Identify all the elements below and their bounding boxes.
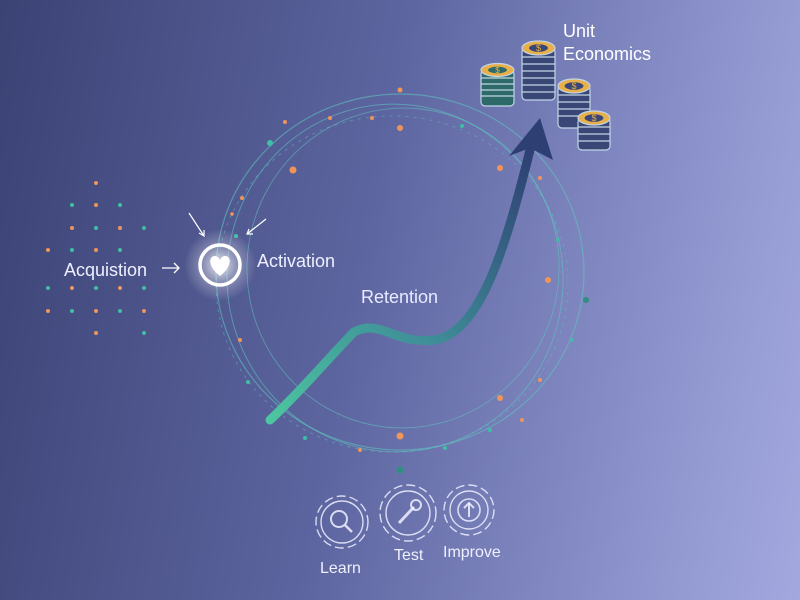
learn-label: Learn: [320, 560, 361, 577]
grid-dot: [70, 248, 74, 252]
grid-dot: [142, 309, 146, 313]
dollar-coin-icon: $: [495, 66, 500, 75]
ring-dot: [538, 378, 542, 382]
ring-dot: [397, 125, 403, 131]
grid-dot: [142, 226, 146, 230]
ring-dot: [230, 212, 234, 216]
ring-dot: [538, 176, 542, 180]
coin-stack: $: [480, 62, 515, 107]
grid-dot: [94, 203, 98, 207]
grid-dot: [94, 331, 98, 335]
grid-dot: [142, 286, 146, 290]
ring-dot: [497, 395, 503, 401]
cycle-ring: [215, 115, 569, 453]
acquisition-arrow: [162, 262, 180, 274]
grid-dot: [118, 203, 122, 207]
coin-stack: $: [577, 110, 611, 151]
improve-gear: [443, 484, 495, 536]
coin-stacks: $ $ $ $: [480, 40, 611, 151]
ring-dot: [328, 116, 332, 120]
activation-label: Activation: [257, 251, 336, 271]
dollar-coin-icon: $: [591, 113, 596, 123]
activation-pointer-arrows: [188, 212, 267, 238]
grid-dot: [94, 226, 98, 230]
dollar-coin-icon: $: [571, 81, 576, 91]
ring-dot: [240, 196, 244, 200]
ring-dot: [267, 140, 273, 146]
ring-dot: [397, 87, 403, 93]
grid-dot: [46, 309, 50, 313]
retention-arrowhead: [509, 118, 553, 160]
grid-dot: [118, 309, 122, 313]
acquisition-dot-grid: [46, 181, 146, 335]
ring-dot: [460, 124, 464, 128]
ring-dot: [570, 338, 574, 342]
grid-dot: [46, 248, 50, 252]
test-gear: [379, 484, 437, 542]
ring-dot: [443, 446, 447, 450]
magnifier-gear-icon: [330, 510, 353, 533]
coin-stack: $: [521, 40, 556, 101]
ring-dot: [358, 448, 362, 452]
ring-dot: [246, 380, 250, 384]
unit-economics-line1: Unit: [563, 21, 596, 41]
ring-dot: [520, 418, 524, 422]
grid-dot: [70, 286, 74, 290]
ring-dot: [396, 466, 404, 474]
grid-dot: [118, 226, 122, 230]
grid-dot: [94, 248, 98, 252]
grid-dot: [70, 309, 74, 313]
wrench-gear-icon: [397, 499, 422, 525]
retention-growth-curve: [265, 145, 535, 425]
activation-node: [184, 212, 267, 301]
unit-economics-line2: Economics: [563, 44, 652, 64]
dollar-coin-icon: $: [536, 43, 541, 53]
ring-dot: [545, 277, 551, 283]
grid-dot: [70, 226, 74, 230]
ring-dot: [488, 428, 492, 432]
grid-dot: [94, 309, 98, 313]
improve-label: Improve: [443, 544, 501, 561]
grid-dot: [118, 286, 122, 290]
grid-dot: [94, 286, 98, 290]
ring-dot: [396, 432, 404, 440]
ring-dot: [497, 165, 503, 171]
ring-dot: [289, 166, 297, 174]
grid-dot: [118, 248, 122, 252]
ring-dot: [370, 116, 374, 120]
up-arrow-gear-icon: [457, 498, 481, 522]
activation-ring: [198, 243, 242, 287]
ring-dot: [583, 297, 589, 303]
retention-label: Retention: [361, 287, 439, 307]
unit-economics-label: Unit Economics: [563, 20, 651, 66]
heart-icon: [210, 256, 230, 276]
learn-gear: [315, 495, 369, 549]
ring-dot: [303, 436, 307, 440]
grid-dot: [70, 203, 74, 207]
cycle-rings: [215, 93, 585, 453]
test-label: Test: [394, 547, 424, 564]
acquisition-label: Acquistion: [64, 260, 148, 280]
grid-dot: [142, 331, 146, 335]
ring-dot: [556, 238, 560, 242]
ring-dots: [230, 87, 589, 474]
ring-dot: [238, 338, 242, 342]
grid-dot: [46, 286, 50, 290]
ring-dot: [283, 120, 287, 124]
grid-dot: [94, 181, 98, 185]
